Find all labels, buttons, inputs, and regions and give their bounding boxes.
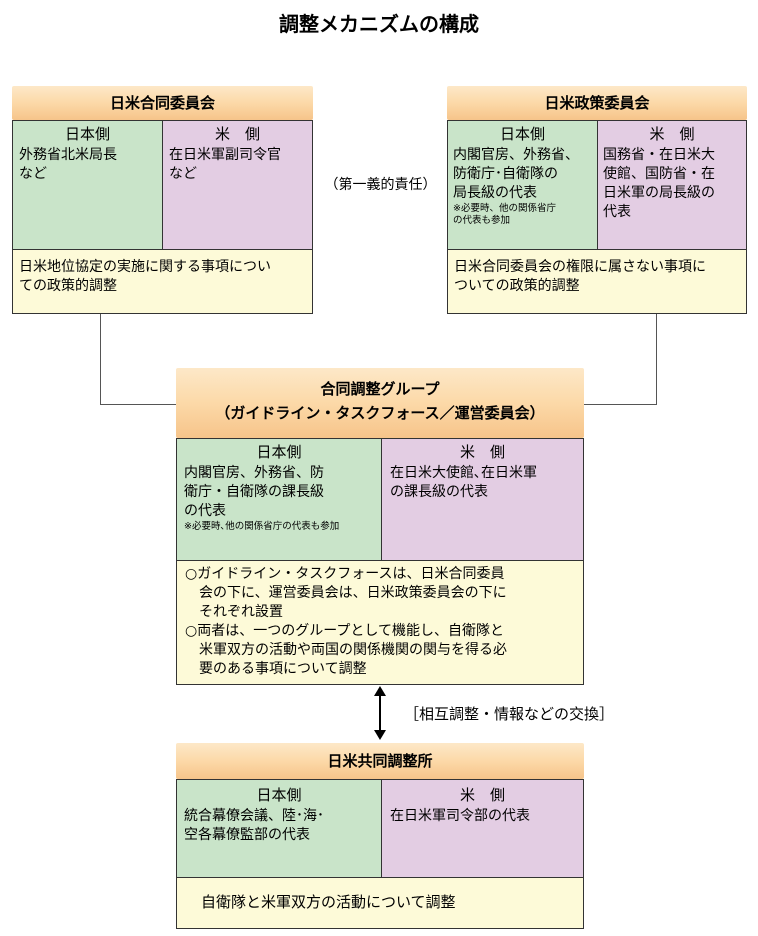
- us-side-label: 米 側: [649, 125, 695, 143]
- joint-coordination-group-us-side: 米 側 在日米大使館､在日米軍 の課長級の代表: [381, 438, 584, 561]
- joint-coordination-group-japan-side: 日本側 内閣官房、外務省、防 衛庁・自衛隊の課長級 の代表 ※必要時､他の関係省…: [176, 438, 382, 561]
- connector-left-vertical: [100, 314, 101, 404]
- policy-committee-japan-side: 日本側 内閣官房、外務省、 防衛庁･自衛隊の 局長級の代表 ※必要時、他の関係省…: [447, 120, 598, 250]
- japan-side-label: 日本側: [499, 125, 545, 143]
- joint-committee-japan-side: 日本側 外務省北米局長 など: [12, 120, 163, 250]
- joint-committee-us-side: 米 側 在日米軍副司令官 など: [162, 120, 313, 250]
- us-side-members: 国務省・在日米大 使館、国防省・在 日米軍の局長級の 代表: [603, 147, 715, 220]
- policy-committee-header: 日米政策委員会: [447, 86, 747, 120]
- us-side-label: 米 側: [459, 786, 505, 804]
- connector-left-horizontal: [100, 404, 176, 405]
- page-title: 調整メカニズムの構成: [279, 12, 479, 36]
- japan-side-note: ※必要時、他の関係省庁 の代表も参加: [453, 203, 556, 226]
- japan-side-note: ※必要時､他の関係省庁の代表も参加: [184, 521, 340, 532]
- us-side-members: 在日米軍司令部の代表: [390, 808, 530, 824]
- japan-side-members: 外務省北米局長 など: [19, 147, 117, 182]
- task-force-note: ○ガイドライン・タスクフォースは、日米合同委員 会の下に、運営委員会は、日米政策…: [185, 566, 507, 620]
- coordination-center-us-side: 米 側 在日米軍司令部の代表: [381, 779, 584, 878]
- us-side-label: 米 側: [459, 443, 505, 461]
- policy-committee-description: 日米合同委員会の権限に属さない事項に ついての政策的調整: [447, 249, 747, 314]
- japan-side-members: 内閣官房、外務省、防 衛庁・自衛隊の課長級 の代表: [184, 465, 324, 519]
- joint-committee-description: 日米地位協定の実施に関する事項につい ての政策的調整: [12, 249, 313, 314]
- group-function-note: ○両者は、一つのグループとして機能し、自衛隊と 米軍双方の活動や両国の関係機関の…: [185, 623, 507, 677]
- joint-coordination-group-description: ○ガイドライン・タスクフォースは、日米合同委員 会の下に、運営委員会は、日米政策…: [176, 560, 584, 685]
- double-arrow-icon: [374, 686, 386, 740]
- coordination-center-description: 自衛隊と米軍双方の活動について調整: [176, 877, 584, 929]
- us-side-members: 在日米軍副司令官 など: [169, 147, 281, 182]
- exchange-label: ［相互調整・情報などの交換］: [404, 705, 615, 723]
- joint-committee-header: 日米合同委員会: [12, 86, 313, 120]
- us-side-members: 在日米大使館､在日米軍 の課長級の代表: [390, 465, 537, 500]
- japan-side-members: 内閣官房、外務省、 防衛庁･自衛隊の 局長級の代表: [453, 147, 579, 201]
- japan-side-label: 日本側: [256, 786, 302, 804]
- policy-committee-us-side: 米 側 国務省・在日米大 使館、国防省・在 日米軍の局長級の 代表: [597, 120, 747, 250]
- connector-right-vertical: [656, 314, 657, 404]
- coordination-center-japan-side: 日本側 統合幕僚会議、陸･海･ 空各幕僚監部の代表: [176, 779, 382, 878]
- coordination-center-header: 日米共同調整所: [176, 743, 584, 779]
- japan-side-label: 日本側: [64, 125, 110, 143]
- connector-right-horizontal: [584, 404, 657, 405]
- japan-side-label: 日本側: [256, 443, 302, 461]
- japan-side-members: 統合幕僚会議、陸･海･ 空各幕僚監部の代表: [184, 808, 324, 843]
- us-side-label: 米 側: [214, 125, 260, 143]
- primary-responsibility-label: （第一義的責任）: [324, 177, 437, 193]
- joint-coordination-group-header: 合同調整グループ （ガイドライン・タスクフォース／運営委員会）: [176, 368, 584, 438]
- joint-coordination-group-title: 合同調整グループ: [320, 380, 440, 398]
- joint-coordination-group-subtitle: （ガイドライン・タスクフォース／運営委員会）: [215, 404, 545, 422]
